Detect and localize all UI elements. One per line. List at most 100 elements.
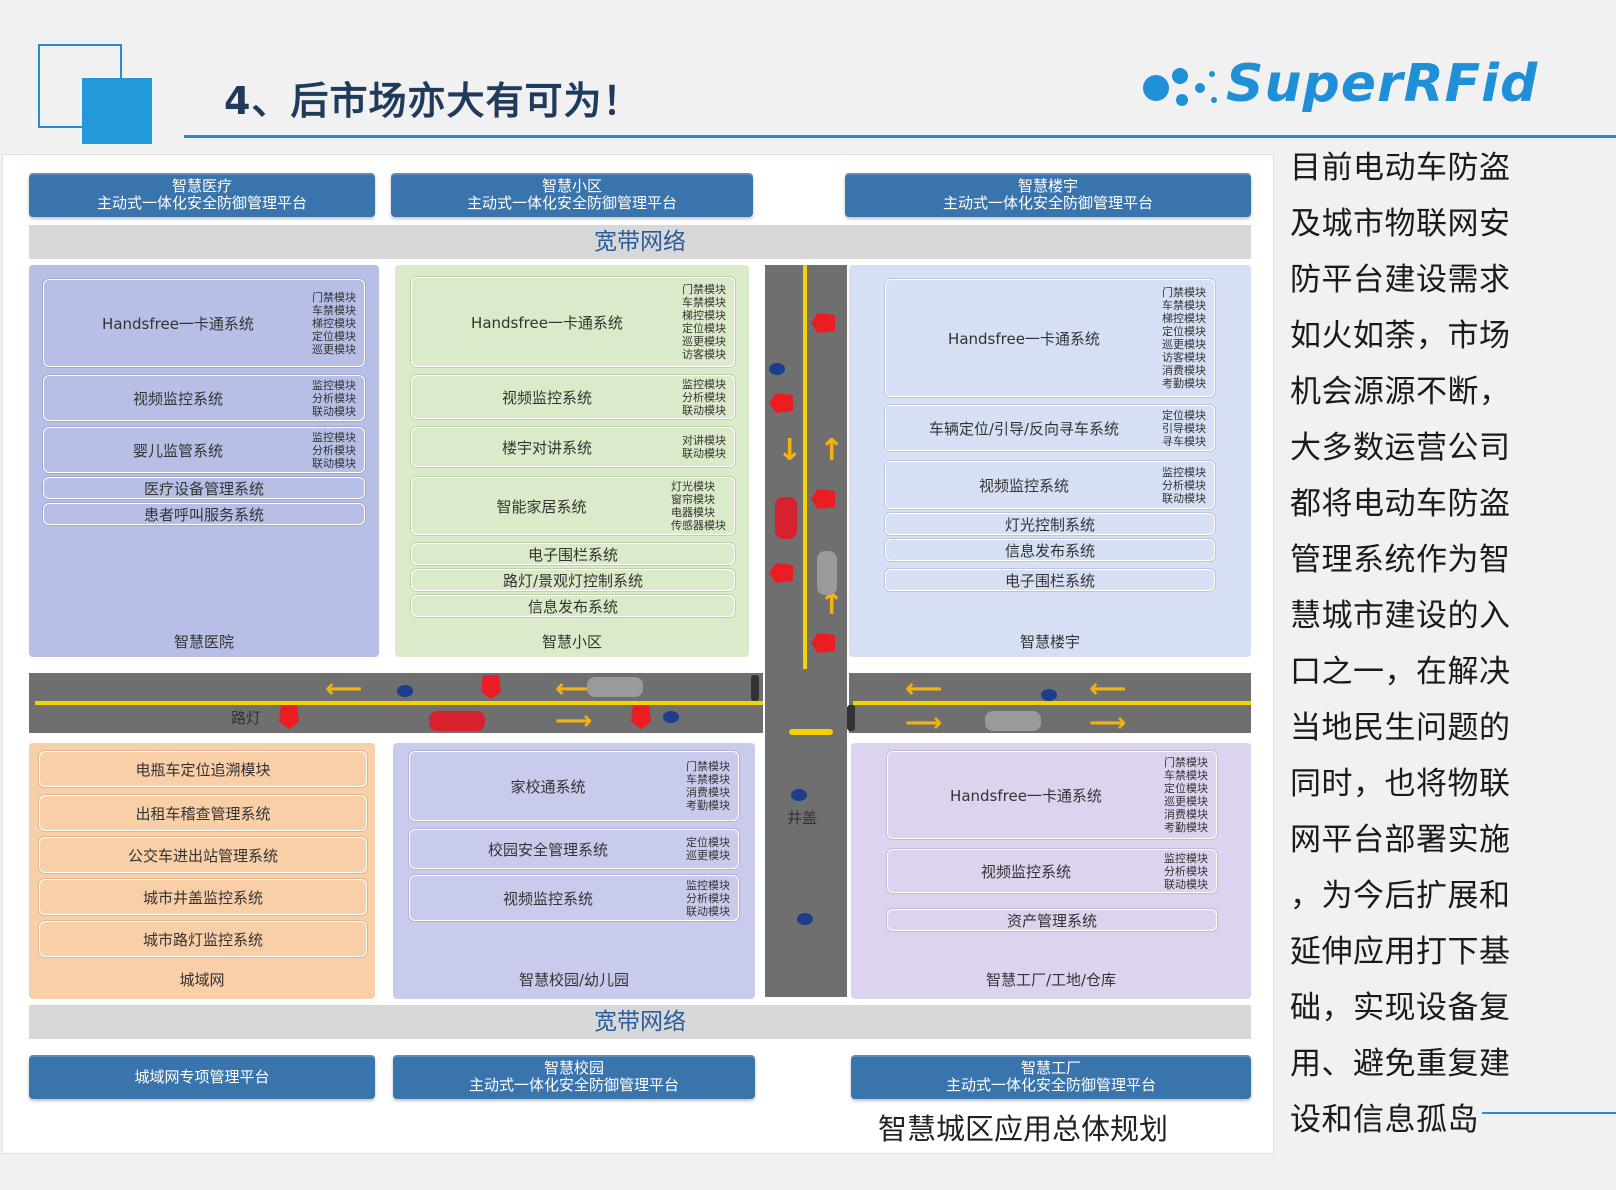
sys-name: 城市路灯监控系统 <box>142 930 263 949</box>
sys-name: 路灯/景观灯控制系统 <box>502 571 644 590</box>
platform-line2: 主动式一体化安全防御管理平台 <box>468 1076 679 1094</box>
side-text-line: 目前电动车防盗 <box>1290 150 1511 186</box>
sys-modules: 门禁模块 车禁模块 梯控模块 定位模块 巡更模块 访客模块 <box>682 283 726 361</box>
sys-name: 电子围栏系统 <box>527 545 618 564</box>
sys-name: 城市井盖监控系统 <box>142 888 263 907</box>
logo-text: SuperRFid <box>1226 54 1539 114</box>
sys-handsfree: Handsfree一卡通系统 门禁模块 车禁模块 梯控模块 定位模块 巡更模块 <box>43 279 365 367</box>
sys-handsfree: Handsfree一卡通系统 门禁模块 车禁模块 梯控模块 定位模块 巡更模块 … <box>411 277 735 367</box>
sys-taxi-inspect: 出租车稽查管理系统 <box>39 795 367 831</box>
streetlight-label: 路灯 <box>231 709 262 727</box>
streetlight-marker-icon <box>481 675 501 699</box>
sys-ebike-trace: 电瓶车定位追溯模块 <box>39 751 367 787</box>
platform-line1: 智慧小区 <box>541 177 602 195</box>
arrow-down-icon: ↓ <box>777 433 803 468</box>
streetlight-marker-icon <box>811 633 835 653</box>
sys-smart-home: 智能家居系统 灯光模块 窗帘模块 电器模块 传感器模块 <box>411 477 735 535</box>
superrfid-logo: SuperRFid <box>1140 54 1537 122</box>
sys-name: 视频监控系统 <box>978 476 1069 495</box>
side-text-line: ，为今后扩展和 <box>1290 878 1511 914</box>
broadband-network-top: 宽带网络 <box>29 225 1251 259</box>
sys-name: Handsfree一卡通系统 <box>102 314 254 333</box>
sys-modules: 门禁模块 车禁模块 消费模块 考勤模块 <box>686 760 730 812</box>
silver-car-icon <box>817 551 837 595</box>
sys-bus-station: 公交车进出站管理系统 <box>39 837 367 873</box>
broadband-network-bottom: 宽带网络 <box>29 1005 1251 1039</box>
arrow-up-icon: ↑ <box>819 587 845 622</box>
manhole-marker-icon <box>797 913 813 925</box>
diagram-caption: 智慧城区应用总体规划 <box>878 1112 1169 1146</box>
platform-line2: 主动式一体化安全防御管理平台 <box>466 194 677 212</box>
manhole-marker-icon <box>1041 689 1057 701</box>
side-text-line: 如火如荼，市场 <box>1290 318 1511 354</box>
manhole-marker-icon <box>663 711 679 723</box>
platform-factory: 智慧工厂 主动式一体化安全防御管理平台 <box>851 1055 1251 1099</box>
side-text-line: 机会源源不断， <box>1290 374 1511 410</box>
arrow-left-icon: ⟵ <box>555 674 593 704</box>
road-horizontal-line-left <box>35 701 763 705</box>
arrow-up-icon: ↑ <box>819 433 845 468</box>
arrow-left-icon: ⟵ <box>325 674 363 704</box>
side-text-line: 设和信息孤岛 <box>1290 1102 1479 1138</box>
zone-smart-community: Handsfree一卡通系统 门禁模块 车禁模块 梯控模块 定位模块 巡更模块 … <box>395 265 749 657</box>
traffic-light-icon <box>751 675 759 701</box>
side-text-line: 防平台建设需求 <box>1290 262 1511 298</box>
sys-modules: 监控模块 分析模块 联动模块 <box>686 878 730 918</box>
sys-name: 视频监控系统 <box>501 388 592 407</box>
sys-name: Handsfree一卡通系统 <box>471 313 623 332</box>
sys-name: Handsfree一卡通系统 <box>950 786 1102 805</box>
side-text-line: 用、避免重复建 <box>1290 1046 1511 1082</box>
silver-car-icon <box>587 677 643 697</box>
sys-modules: 门禁模块 车禁模块 梯控模块 定位模块 巡更模块 <box>312 290 356 356</box>
sys-name: 资产管理系统 <box>1006 911 1097 930</box>
sys-modules: 灯光模块 窗帘模块 电器模块 传感器模块 <box>671 480 726 532</box>
platform-line2: 主动式一体化安全防御管理平台 <box>942 194 1153 212</box>
side-text-line: 及城市物联网安 <box>1290 206 1511 242</box>
sys-vehicle-locate: 车辆定位/引导/反向寻车系统 定位模块 引导模块 寻车模块 <box>885 405 1215 451</box>
zone-smart-building: Handsfree一卡通系统 门禁模块 车禁模块 梯控模块 定位模块 巡更模块 … <box>849 265 1251 657</box>
manhole-marker-icon <box>791 789 807 801</box>
sys-name: 公交车进出站管理系统 <box>127 846 278 865</box>
sys-name: 灯光控制系统 <box>1004 515 1095 534</box>
platform-line2: 主动式一体化安全防御管理平台 <box>96 194 307 212</box>
side-text-line: 慧城市建设的入 <box>1290 598 1511 634</box>
side-text-line: 大多数运营公司 <box>1290 430 1511 466</box>
zone-label: 城域网 <box>179 971 225 989</box>
sys-name: 电瓶车定位追溯模块 <box>135 760 271 779</box>
sys-fence: 电子围栏系统 <box>885 569 1215 591</box>
sys-infant: 婴儿监管系统 监控模块 分析模块 联动模块 <box>43 427 365 473</box>
sys-modules: 监控模块 分析模块 联动模块 <box>1162 465 1206 505</box>
sys-intercom: 楼宇对讲系统 对讲模块 联动模块 <box>411 427 735 467</box>
slide-title: 4、后市场亦大有可为！ <box>224 79 642 123</box>
arrow-left-icon: ⟵ <box>905 674 943 704</box>
sys-handsfree: Handsfree一卡通系统 门禁模块 车禁模块 梯控模块 定位模块 巡更模块 … <box>885 279 1215 397</box>
sys-name: 信息发布系统 <box>527 597 618 616</box>
sys-light-control: 灯光控制系统 <box>885 513 1215 535</box>
sys-name: 车辆定位/引导/反向寻车系统 <box>928 419 1120 438</box>
red-car-icon <box>429 711 485 731</box>
sys-modules: 定位模块 巡更模块 <box>686 836 730 862</box>
streetlight-marker-icon <box>769 393 793 413</box>
sys-name: 智能家居系统 <box>496 497 587 516</box>
decor-square-fill <box>82 78 152 144</box>
streetlight-marker-icon <box>811 489 835 509</box>
sys-name: 信息发布系统 <box>1004 541 1095 560</box>
sys-name: 家校通系统 <box>510 777 586 796</box>
sys-name: 婴儿监管系统 <box>132 441 223 460</box>
sys-modules: 监控模块 分析模块 联动模块 <box>682 377 726 417</box>
traffic-light-icon <box>789 729 833 735</box>
platform-city-network: 城域网专项管理平台 <box>29 1055 375 1099</box>
title-underline <box>184 135 1616 138</box>
sys-modules: 门禁模块 车禁模块 梯控模块 定位模块 巡更模块 访客模块 消费模块 考勤模块 <box>1162 286 1206 390</box>
zone-city-network: 电瓶车定位追溯模块 出租车稽查管理系统 公交车进出站管理系统 城市井盖监控系统 … <box>29 743 375 999</box>
zone-label: 智慧校园/幼儿园 <box>518 971 630 989</box>
sys-streetlight-monitor: 城市路灯监控系统 <box>39 921 367 957</box>
platform-building: 智慧楼宇 主动式一体化安全防御管理平台 <box>845 173 1251 217</box>
platform-line1: 智慧楼宇 <box>1017 177 1078 195</box>
sys-name: 视频监控系统 <box>502 889 593 908</box>
arrow-left-icon: ⟵ <box>1089 674 1127 704</box>
sys-patient-call: 患者呼叫服务系统 <box>43 503 365 525</box>
arrow-right-icon: ⟶ <box>905 708 943 738</box>
sys-info-release: 信息发布系统 <box>885 539 1215 561</box>
manhole-marker-icon <box>397 685 413 697</box>
